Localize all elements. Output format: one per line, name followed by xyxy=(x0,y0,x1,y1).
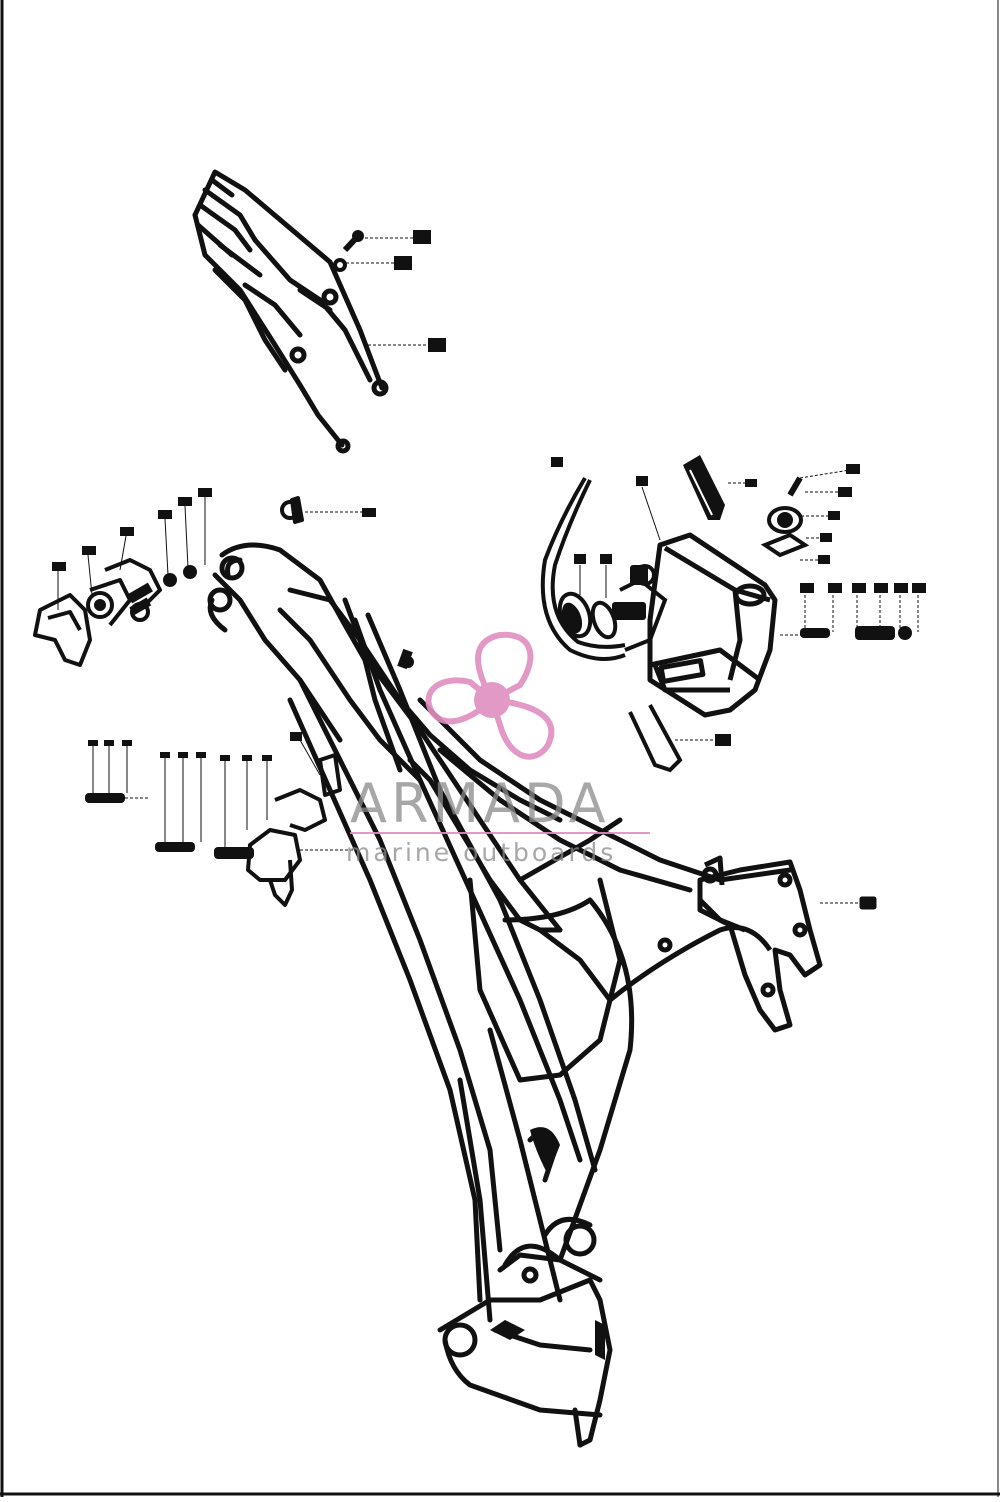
watermark-title: ARMADA xyxy=(350,772,610,835)
propeller-blade xyxy=(475,631,534,705)
propeller-hub xyxy=(474,682,510,718)
frame-accents xyxy=(397,648,605,1360)
oil-tank xyxy=(647,532,778,718)
bolt-set-right-parts xyxy=(800,583,926,640)
fender-bracket xyxy=(628,704,731,773)
tank-strap xyxy=(683,455,757,520)
rear-carrier-rack xyxy=(192,169,389,454)
propeller-blade xyxy=(487,696,555,760)
rubber-cushion xyxy=(760,469,851,561)
rubber-cushion-labels xyxy=(818,464,860,564)
main-frame xyxy=(207,542,793,1448)
bolt-set-left-leaders xyxy=(92,746,268,847)
rack-hardware xyxy=(333,230,446,352)
engine-mount-plate xyxy=(608,855,877,1033)
footrest-bracket xyxy=(246,739,360,907)
bolt-set-right xyxy=(780,590,919,636)
watermark-subtitle: marine outboards xyxy=(346,838,617,867)
oil-tank-fill-accents xyxy=(561,565,648,634)
hose-labels xyxy=(551,457,661,598)
bracket-assembly-left-fills xyxy=(52,488,376,616)
bolt-set-left xyxy=(85,732,302,859)
armada-propeller-logo xyxy=(350,631,650,834)
propeller-blade xyxy=(425,677,497,725)
